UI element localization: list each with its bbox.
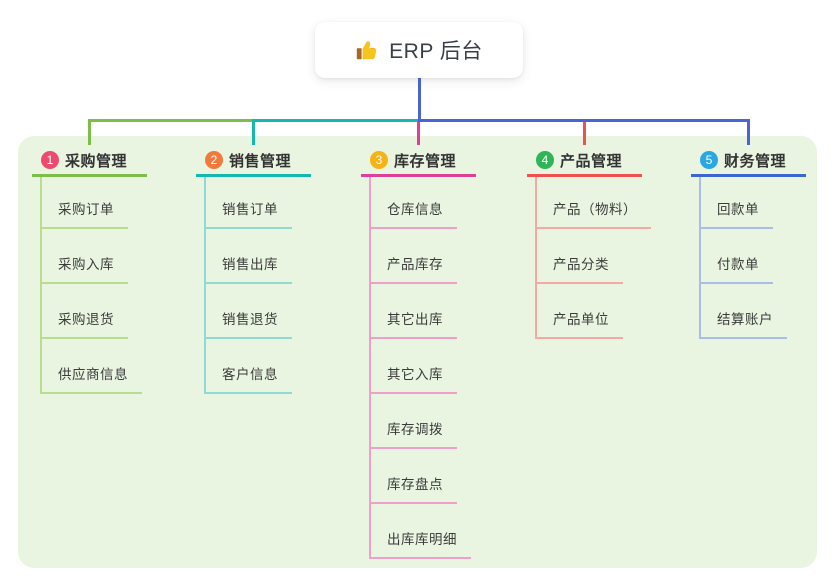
branch-item-label: 其它入库 [387, 367, 443, 382]
branch-title: 采购管理 [65, 152, 128, 170]
branch-item-label: 产品（物料） [553, 202, 637, 217]
branch-item-label: 库存调拨 [387, 422, 443, 437]
branch-item-label: 出库库明细 [387, 532, 457, 547]
branch-item-label: 供应商信息 [58, 367, 128, 382]
branch-item[interactable]: 库存盘点 [371, 449, 457, 504]
branches-panel [18, 136, 817, 568]
branch-item-label: 结算账户 [717, 312, 773, 327]
branch-number-badge: 1 [41, 151, 59, 169]
branch-item-label: 库存盘点 [387, 477, 443, 492]
branch-item-label: 销售退货 [222, 312, 278, 327]
branch-number-badge: 2 [205, 151, 223, 169]
branch-title: 销售管理 [229, 152, 292, 170]
branch-items: 采购订单采购入库采购退货供应商信息 [40, 177, 142, 394]
connector-bus-right-blue [418, 119, 750, 122]
branch-header[interactable]: 1 采购管理 [32, 146, 147, 177]
branch-title: 财务管理 [724, 152, 787, 170]
branch-item-label: 其它出库 [387, 312, 443, 327]
branch-item-label: 采购退货 [58, 312, 114, 327]
branch-item[interactable]: 供应商信息 [42, 339, 142, 394]
root-node[interactable]: ERP 后台 [315, 22, 523, 78]
branch-item-label: 采购入库 [58, 257, 114, 272]
branch-item-label: 付款单 [717, 257, 759, 272]
branch-header[interactable]: 5 财务管理 [691, 146, 806, 177]
branch-header[interactable]: 4 产品管理 [527, 146, 642, 177]
branch-item[interactable]: 采购入库 [42, 229, 128, 284]
branch-items: 销售订单销售出库销售退货客户信息 [204, 177, 292, 394]
branch-item[interactable]: 库存调拨 [371, 394, 457, 449]
branch-item-label: 回款单 [717, 202, 759, 217]
branch-item-label: 产品分类 [553, 257, 609, 272]
branch-number-badge: 5 [700, 151, 718, 169]
branch-item[interactable]: 付款单 [701, 229, 773, 284]
branch-title: 产品管理 [560, 152, 623, 170]
branch-items: 仓库信息产品库存其它出库其它入库库存调拨库存盘点出库库明细 [369, 177, 471, 559]
branch-number-badge: 4 [536, 151, 554, 169]
connector-drop-财务管理 [747, 119, 750, 145]
connector-root-stem [418, 78, 421, 122]
branch-items: 回款单付款单结算账户 [699, 177, 787, 339]
branch-item[interactable]: 其它出库 [371, 284, 457, 339]
branch-item[interactable]: 回款单 [701, 177, 773, 229]
branch-item-label: 销售订单 [222, 202, 278, 217]
branch-item[interactable]: 产品单位 [537, 284, 623, 339]
branch-item-label: 产品单位 [553, 312, 609, 327]
branch-item[interactable]: 仓库信息 [371, 177, 457, 229]
branch-header[interactable]: 3 库存管理 [361, 146, 476, 177]
branch-item[interactable]: 其它入库 [371, 339, 457, 394]
branch-item-label: 仓库信息 [387, 202, 443, 217]
branch-item[interactable]: 销售退货 [206, 284, 292, 339]
branch-header[interactable]: 2 销售管理 [196, 146, 311, 177]
connector-bus-left-teal [252, 119, 421, 122]
branch-item-label: 产品库存 [387, 257, 443, 272]
branch-item[interactable]: 出库库明细 [371, 504, 471, 559]
branch-title: 库存管理 [394, 152, 457, 170]
connector-drop-库存管理 [417, 119, 420, 145]
thumbs-up-icon [355, 38, 379, 62]
branch-item-label: 客户信息 [222, 367, 278, 382]
root-title: ERP 后台 [389, 40, 483, 63]
branch-item-label: 采购订单 [58, 202, 114, 217]
branch-item[interactable]: 结算账户 [701, 284, 787, 339]
connector-drop-销售管理 [252, 119, 255, 145]
branch-item[interactable]: 销售出库 [206, 229, 292, 284]
branch-item[interactable]: 销售订单 [206, 177, 292, 229]
branch-item[interactable]: 产品（物料） [537, 177, 651, 229]
branch-item[interactable]: 采购退货 [42, 284, 128, 339]
connector-drop-采购管理 [88, 119, 91, 145]
branch-items: 产品（物料） 产品分类产品单位 [535, 177, 651, 339]
branch-item[interactable]: 产品库存 [371, 229, 457, 284]
branch-item[interactable]: 客户信息 [206, 339, 292, 394]
branch-number-badge: 3 [370, 151, 388, 169]
branch-item[interactable]: 采购订单 [42, 177, 128, 229]
branch-item[interactable]: 产品分类 [537, 229, 623, 284]
branch-item-label: 销售出库 [222, 257, 278, 272]
connector-drop-产品管理 [583, 119, 586, 145]
